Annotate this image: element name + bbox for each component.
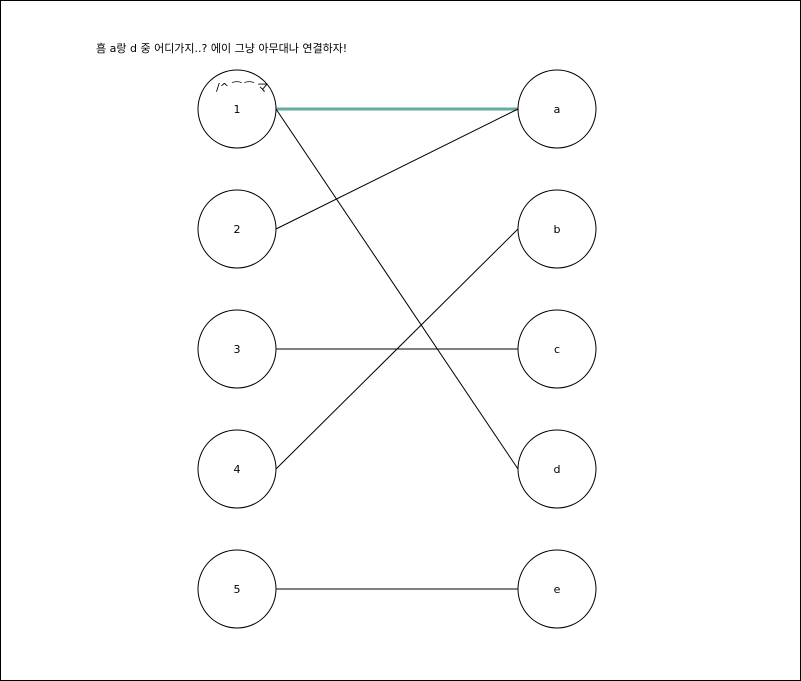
edge-1-d	[275, 108, 519, 470]
node-d: d	[517, 429, 597, 509]
edge-4-b	[275, 228, 519, 470]
nodes-layer: 1 2 3 4 5 a b c d e	[197, 69, 597, 629]
node-circle-a	[517, 69, 597, 149]
node-c: c	[517, 309, 597, 389]
edge-2-a	[275, 108, 519, 230]
node-circle-c	[517, 309, 597, 389]
node-label-d: d	[554, 463, 561, 476]
node-circle-1	[197, 69, 277, 149]
node-1: 1	[197, 69, 277, 149]
node-b: b	[517, 189, 597, 269]
node-circle-e	[517, 549, 597, 629]
node-label-b: b	[554, 223, 561, 236]
node-label-5: 5	[234, 583, 241, 596]
caption-text: 흠 a랑 d 중 어디가지..? 에이 그냥 아무대나 연결하자!	[96, 42, 348, 55]
node-2: 2	[197, 189, 277, 269]
node-label-1: 1	[234, 103, 241, 116]
node-circle-3	[197, 309, 277, 389]
node-label-3: 3	[234, 343, 241, 356]
node-circle-5	[197, 549, 277, 629]
node-label-a: a	[554, 103, 561, 116]
node-label-2: 2	[234, 223, 241, 236]
node-circle-d	[517, 429, 597, 509]
node-e: e	[517, 549, 597, 629]
node-circle-4	[197, 429, 277, 509]
edges-layer	[275, 107, 519, 590]
node-5: 5	[197, 549, 277, 629]
node-circle-2	[197, 189, 277, 269]
node-label-4: 4	[234, 463, 241, 476]
node-circle-b	[517, 189, 597, 269]
node-3: 3	[197, 309, 277, 389]
node-label-c: c	[554, 343, 560, 356]
node-1-annotation: /^ ⁀ ⁀ マ	[216, 81, 268, 94]
node-a: a	[517, 69, 597, 149]
node-label-e: e	[554, 583, 561, 596]
node-4: 4	[197, 429, 277, 509]
